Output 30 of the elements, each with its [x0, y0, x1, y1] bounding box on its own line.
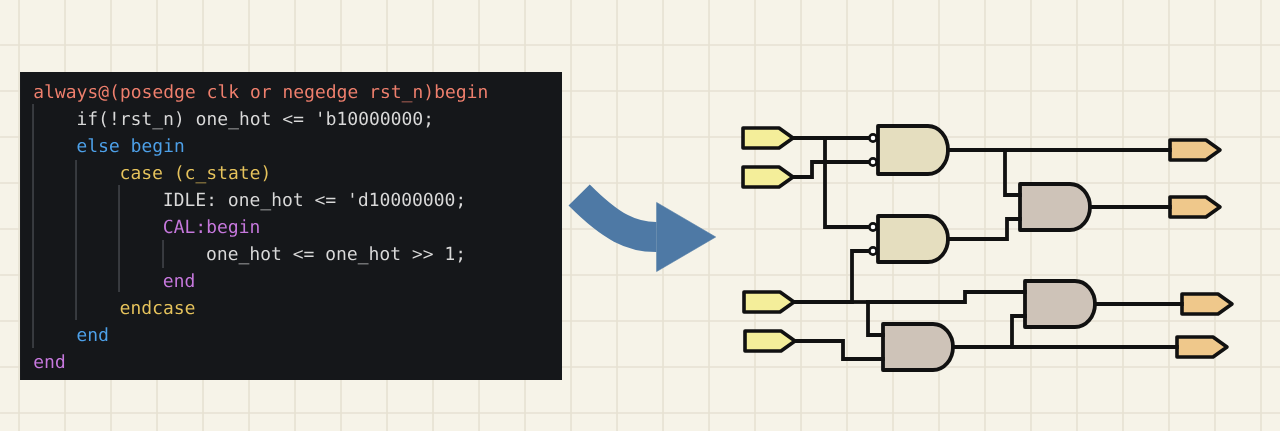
- code-line: end: [163, 273, 194, 288]
- input-pin: [741, 126, 795, 150]
- code-line: one_hot <= one_hot >> 1;: [207, 246, 462, 265]
- code-line: CAL:begin: [164, 219, 259, 237]
- wire: [1088, 205, 1172, 209]
- code-line: IDLE: one_hot <= 'd10000000;: [164, 192, 462, 211]
- input-pin: [741, 165, 795, 189]
- logic-gate: [1023, 279, 1097, 329]
- wire: [791, 160, 870, 179]
- wire: [946, 217, 1022, 241]
- curved-arrow: [568, 184, 716, 272]
- input-pin: [742, 290, 796, 314]
- code-line: endcase: [120, 300, 195, 315]
- code-line: always@(posedge clk or negedge rst_n)begin: [34, 84, 487, 103]
- output-pin: [1175, 335, 1229, 359]
- output-pin: [1180, 292, 1234, 316]
- logic-gate: [868, 214, 950, 264]
- wire: [793, 339, 885, 361]
- wire: [1093, 302, 1184, 306]
- code-line: else begin: [77, 138, 184, 156]
- code-line: end: [77, 327, 108, 342]
- code-line: if(!rst_n) one_hot <= 'b10000000;: [78, 111, 430, 130]
- output-pin: [1168, 195, 1222, 219]
- code-line: end: [34, 354, 65, 369]
- logic-gate: [881, 322, 955, 372]
- logic-gate: [1018, 182, 1092, 232]
- input-pin: [743, 329, 797, 353]
- logic-gate: [868, 124, 950, 176]
- output-pin: [1168, 138, 1222, 162]
- code-line: case (c_state): [121, 165, 268, 184]
